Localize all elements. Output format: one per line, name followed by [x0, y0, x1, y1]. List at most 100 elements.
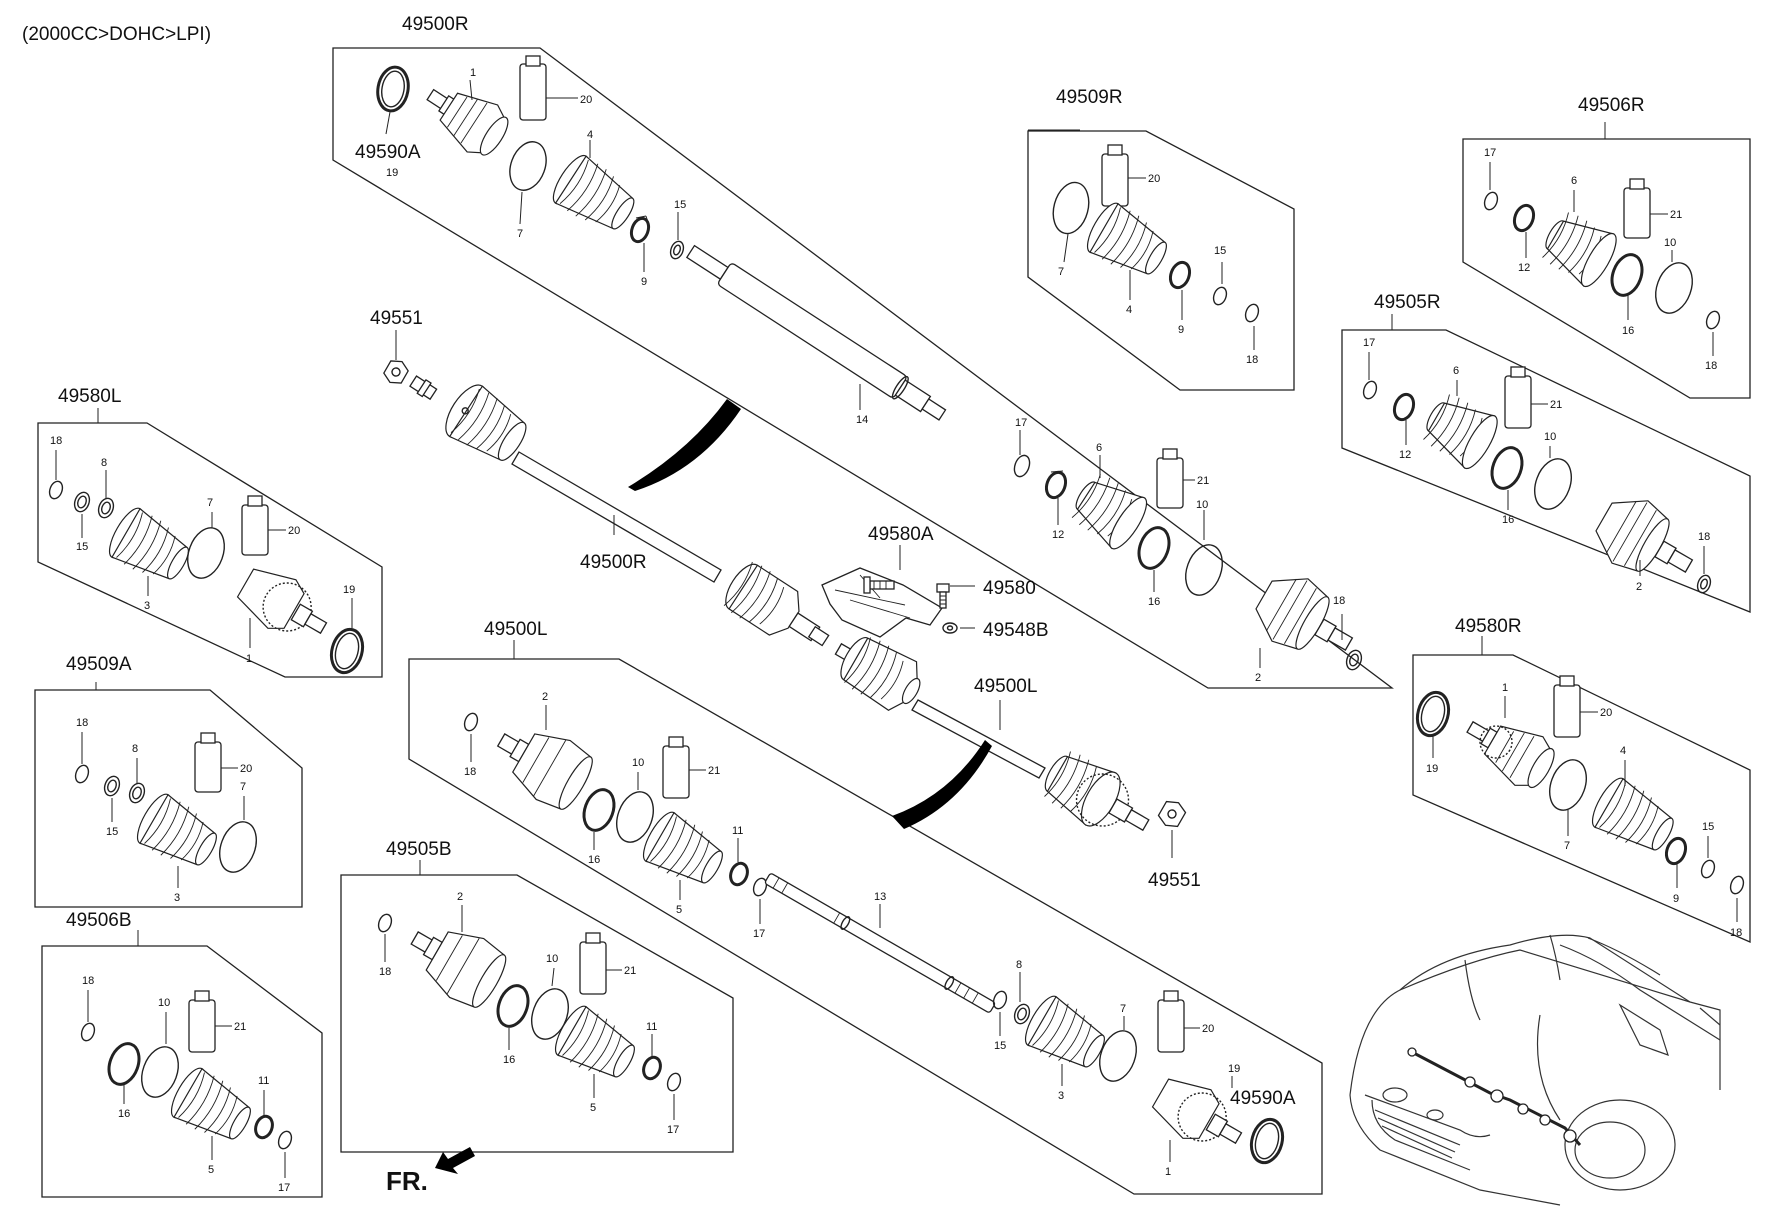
num-label: 5 — [676, 904, 682, 916]
box-49500r — [332, 47, 1394, 689]
num-label: 10 — [632, 757, 644, 769]
box-49506r — [1462, 138, 1751, 399]
num-label: 6 — [1453, 365, 1459, 377]
num-label: 8 — [101, 457, 107, 469]
num-label: 18 — [76, 717, 88, 729]
num-label: 8 — [1016, 959, 1022, 971]
parts-49509a — [74, 732, 257, 873]
num-label: 16 — [1502, 514, 1514, 526]
num-label: 8 — [132, 743, 138, 755]
num-label: 15 — [994, 1040, 1006, 1052]
front-direction-label: FR. — [386, 1166, 428, 1196]
front-direction-indicator: FR. — [386, 1147, 475, 1196]
box-49580r — [1412, 654, 1751, 943]
num-label: 18 — [1698, 531, 1710, 543]
num-label: 20 — [1202, 1023, 1214, 1035]
num-label: 17 — [753, 928, 765, 940]
parts-49500l — [463, 712, 1285, 1165]
leader-lines — [55, 79, 1738, 1178]
num-label: 20 — [580, 94, 592, 106]
num-label: 1 — [1165, 1166, 1171, 1178]
num-label: 12 — [1518, 262, 1530, 274]
num-label: 5 — [590, 1102, 596, 1114]
num-label: 20 — [1600, 707, 1612, 719]
label-49500l-center: 49500L — [974, 676, 1037, 697]
num-label: 16 — [118, 1108, 130, 1120]
num-label: 21 — [708, 765, 720, 777]
num-label: 19 — [1426, 763, 1438, 775]
box-49506b — [41, 945, 323, 1198]
box-49500l — [408, 658, 1323, 1195]
num-label: 11 — [646, 1021, 657, 1033]
label-49580r: 49580R — [1455, 616, 1522, 637]
label-49509r: 49509R — [1056, 87, 1123, 108]
label-49500r-top: 49500R — [402, 14, 469, 35]
parts-49500r — [376, 55, 1363, 671]
num-label: 4 — [1620, 745, 1626, 757]
num-label: 17 — [1484, 147, 1496, 159]
label-49506r: 49506R — [1578, 95, 1645, 116]
num-label: 6 — [1096, 442, 1102, 454]
label-49551-top: 49551 — [370, 308, 423, 329]
num-label: 21 — [1670, 209, 1682, 221]
num-label: 2 — [1636, 581, 1642, 593]
num-label: 4 — [1126, 304, 1132, 316]
label-49500r-center: 49500R — [580, 552, 647, 573]
num-label: 3 — [144, 600, 150, 612]
num-label: 19 — [1228, 1063, 1240, 1075]
num-label: 1 — [470, 67, 476, 79]
num-label: 3 — [1058, 1090, 1064, 1102]
num-label: 18 — [464, 766, 476, 778]
num-label: 2 — [542, 691, 548, 703]
num-label: 16 — [1148, 596, 1160, 608]
box-49509a — [34, 689, 303, 908]
main-left-shaft — [834, 635, 1187, 832]
label-49590a-top: 49590A — [355, 142, 421, 163]
num-label: 18 — [50, 435, 62, 447]
hub-nut-top — [383, 360, 409, 384]
num-label: 18 — [1705, 360, 1717, 372]
num-label: 15 — [1702, 821, 1714, 833]
num-label: 18 — [1333, 595, 1345, 607]
part-number-labels: 1 20 19 4 7 15 9 14 17 12 6 21 16 10 2 1… — [50, 67, 1742, 1194]
num-label: 17 — [278, 1182, 290, 1194]
num-label: 21 — [624, 965, 636, 977]
label-49551-bottom: 49551 — [1148, 870, 1201, 891]
label-49580: 49580 — [983, 578, 1036, 599]
num-label: 12 — [1399, 449, 1411, 461]
num-label: 20 — [1148, 173, 1160, 185]
num-label: 7 — [1058, 266, 1064, 278]
num-label: 9 — [1673, 893, 1679, 905]
num-label: 10 — [1196, 499, 1208, 511]
num-label: 11 — [258, 1075, 269, 1087]
num-label: 17 — [1363, 337, 1375, 349]
label-49500l-box: 49500L — [484, 619, 547, 640]
num-label: 2 — [1255, 672, 1261, 684]
main-right-shaft — [383, 360, 830, 647]
label-49590a-bottom: 49590A — [1230, 1088, 1296, 1109]
num-label: 11 — [732, 825, 743, 837]
num-label: 18 — [379, 966, 391, 978]
num-label: 7 — [1120, 1003, 1126, 1015]
num-label: 10 — [158, 997, 170, 1009]
num-label: 12 — [1052, 529, 1064, 541]
num-label: 19 — [386, 167, 398, 179]
parts-49505r — [1362, 366, 1712, 594]
box-49509r — [1027, 130, 1295, 391]
label-49505r: 49505R — [1374, 292, 1441, 313]
label-49506b: 49506B — [66, 910, 132, 931]
parts-49580r — [1415, 675, 1745, 895]
num-label: 10 — [1544, 431, 1556, 443]
num-label: 3 — [174, 892, 180, 904]
parts-49506r — [1483, 178, 1721, 330]
box-49505r — [1341, 329, 1751, 613]
num-label: 14 — [856, 414, 868, 426]
num-label: 21 — [234, 1021, 246, 1033]
num-label: 10 — [546, 953, 558, 965]
num-label: 5 — [208, 1164, 214, 1176]
num-label: 15 — [76, 541, 88, 553]
parts-49506b — [80, 990, 293, 1150]
num-label: 21 — [1197, 475, 1209, 487]
parts-49580l — [48, 480, 365, 675]
